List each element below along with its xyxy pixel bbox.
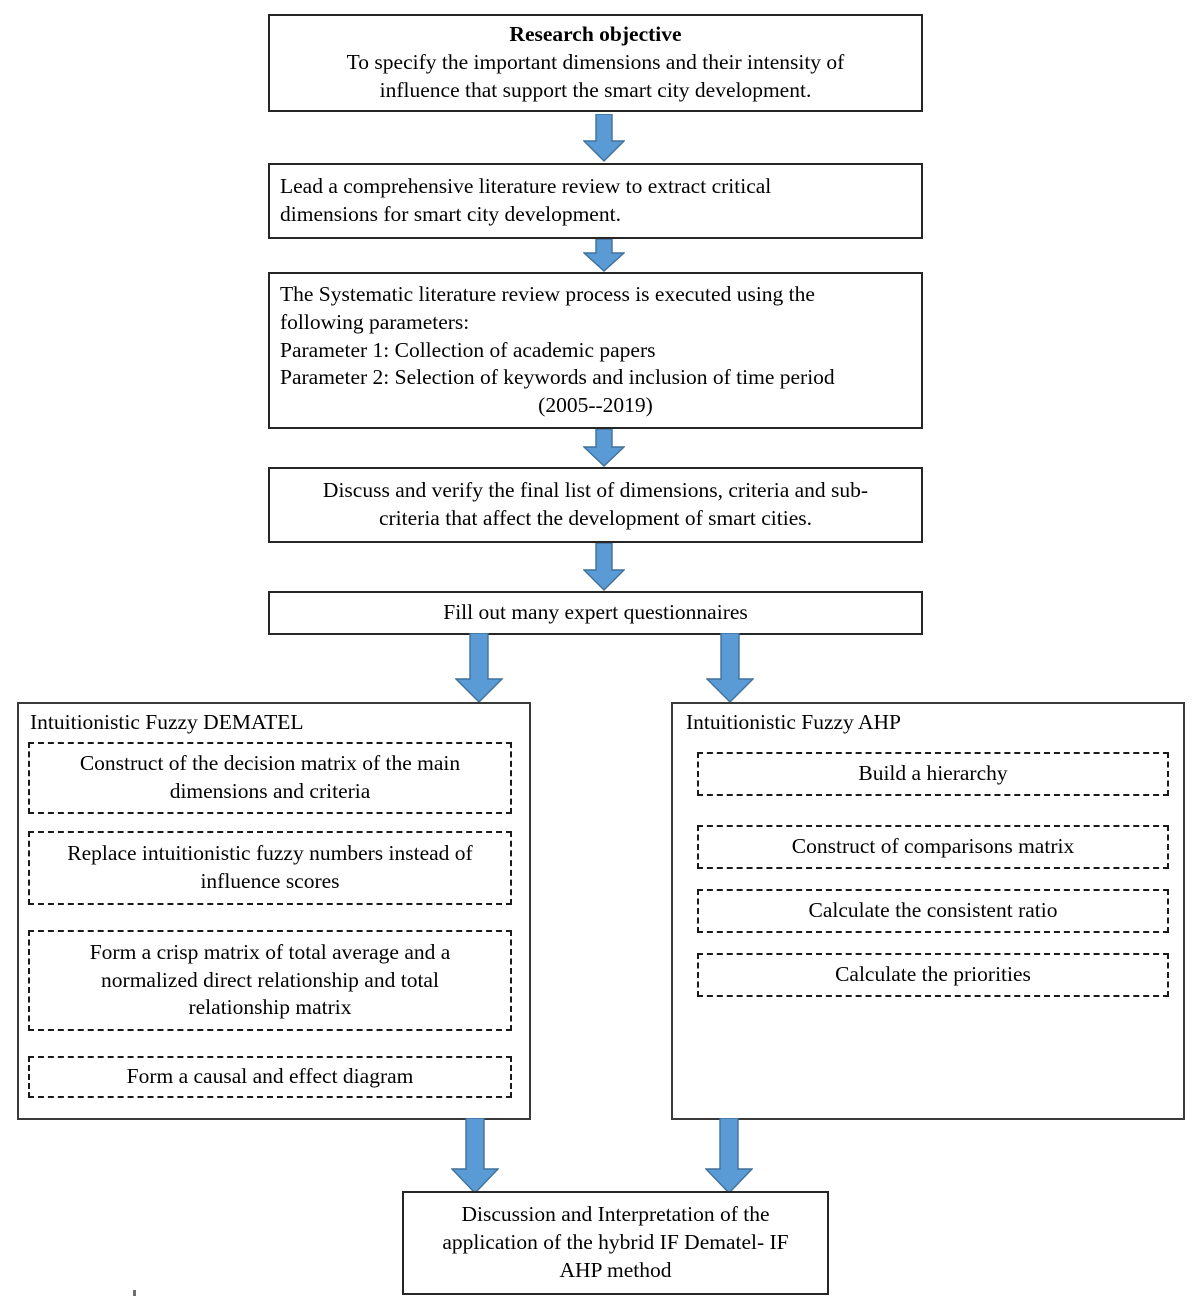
node-research-objective: Research objective To specify the import…: [268, 14, 923, 112]
arrow-dematel-to-conclusion: [451, 1118, 499, 1194]
research-objective-heading: Research objective: [509, 22, 682, 47]
ahp-step-2: Construct of comparisons matrix: [697, 825, 1169, 869]
dematel-step-2-line-1: Replace intuitionistic fuzzy numbers ins…: [67, 841, 473, 866]
node-verify-final-list: Discuss and verify the final list of dim…: [268, 467, 923, 543]
branch-dematel-label: Intuitionistic Fuzzy DEMATEL: [30, 710, 304, 734]
ahp-step-1-line-1: Build a hierarchy: [858, 761, 1008, 786]
node-slr-parameters: The Systematic literature review process…: [268, 272, 923, 429]
node-conclusion: Discussion and Interpretation of the app…: [402, 1191, 829, 1295]
research-objective-line-2: influence that support the smart city de…: [379, 77, 812, 102]
verify-list-line-2: criteria that affect the development of …: [378, 506, 812, 530]
slr-parameters-line-3: Parameter 1: Collection of academic pape…: [280, 337, 656, 362]
literature-review-line-2: dimensions for smart city development.: [280, 202, 621, 226]
verify-list-line-1: Discuss and verify the final list of dim…: [322, 478, 869, 503]
dematel-step-4-line-1: Form a causal and effect diagram: [126, 1064, 414, 1089]
dematel-step-3: Form a crisp matrix of total average and…: [28, 930, 512, 1031]
arrow-objective-to-literature: [583, 114, 625, 162]
ahp-step-3: Calculate the consistent ratio: [697, 889, 1169, 933]
slr-parameters-line-2: following parameters:: [280, 309, 470, 334]
slr-parameters-line-1: The Systematic literature review process…: [280, 281, 815, 306]
research-objective-line-1: To specify the important dimensions and …: [346, 50, 845, 75]
dematel-step-3-line-1: Form a crisp matrix of total average and…: [89, 940, 451, 965]
arrow-parameters-to-verify: [583, 429, 625, 467]
questionnaires-line-1: Fill out many expert questionnaires: [443, 600, 748, 625]
dematel-step-3-line-2: normalized direct relationship and total: [101, 967, 439, 992]
ahp-step-1: Build a hierarchy: [697, 752, 1169, 796]
dematel-step-4: Form a causal and effect diagram: [28, 1056, 512, 1098]
ahp-step-2-line-1: Construct of comparisons matrix: [791, 834, 1075, 859]
dematel-step-3-line-3: relationship matrix: [188, 995, 352, 1020]
slr-parameters-line-5: (2005--2019): [538, 393, 653, 418]
branch-ahp-label: Intuitionistic Fuzzy AHP: [686, 710, 901, 734]
dematel-step-1-line-1: Construct of the decision matrix of the …: [79, 751, 461, 776]
dematel-step-2: Replace intuitionistic fuzzy numbers ins…: [28, 831, 512, 905]
scan-speck-mark: [133, 1290, 136, 1296]
arrow-ahp-to-conclusion: [705, 1118, 753, 1194]
conclusion-line-2: application of the hybrid IF Dematel- IF: [442, 1230, 789, 1255]
arrow-questionnaires-to-ahp: [706, 633, 754, 703]
ahp-step-4-line-1: Calculate the priorities: [835, 962, 1031, 987]
dematel-step-1: Construct of the decision matrix of the …: [28, 742, 512, 814]
dematel-step-1-line-2: dimensions and criteria: [169, 779, 371, 803]
ahp-step-3-line-1: Calculate the consistent ratio: [808, 898, 1058, 923]
arrow-questionnaires-to-dematel: [455, 633, 503, 703]
slr-parameters-line-4: Parameter 2: Selection of keywords and i…: [280, 365, 835, 390]
literature-review-line-1: Lead a comprehensive literature review t…: [280, 174, 772, 199]
node-literature-review: Lead a comprehensive literature review t…: [268, 163, 923, 239]
conclusion-line-3: AHP method: [559, 1257, 672, 1282]
node-expert-questionnaires: Fill out many expert questionnaires: [268, 591, 923, 635]
conclusion-line-1: Discussion and Interpretation of the: [461, 1202, 770, 1227]
ahp-step-4: Calculate the priorities: [697, 953, 1169, 997]
arrow-literature-to-parameters: [583, 239, 625, 272]
arrow-verify-to-questionnaires: [583, 543, 625, 591]
dematel-step-2-line-2: influence scores: [200, 869, 340, 893]
